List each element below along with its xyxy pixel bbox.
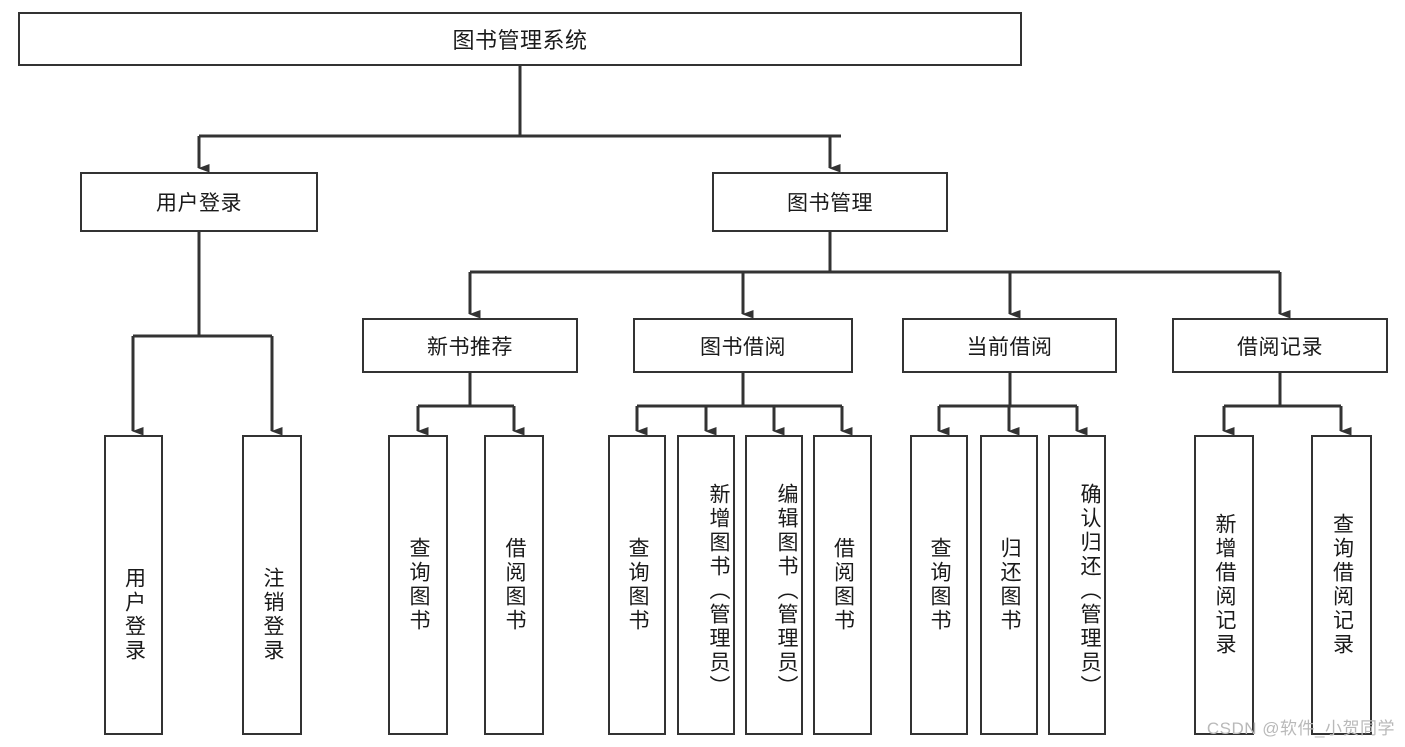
node-book-management[interactable]: 图书管理 xyxy=(712,172,948,232)
leaf-query-book-recommend[interactable]: 查询图书 xyxy=(388,435,448,735)
node-book-borrow[interactable]: 图书借阅 xyxy=(633,318,853,373)
leaf-user-login[interactable]: 用户登录 xyxy=(104,435,163,735)
leaf-add-book-admin[interactable]: 新增图书（管理员） xyxy=(677,435,735,735)
leaf-logout-login[interactable]: 注销登录 xyxy=(242,435,302,735)
leaf-add-borrow-record[interactable]: 新增借阅记录 xyxy=(1194,435,1254,735)
node-root-system[interactable]: 图书管理系统 xyxy=(18,12,1022,66)
node-borrow-record[interactable]: 借阅记录 xyxy=(1172,318,1388,373)
leaf-borrow-book-borrow[interactable]: 借阅图书 xyxy=(813,435,872,735)
leaf-return-book[interactable]: 归还图书 xyxy=(980,435,1038,735)
leaf-confirm-return-admin[interactable]: 确认归还（管理员） xyxy=(1048,435,1106,735)
node-user-login[interactable]: 用户登录 xyxy=(80,172,318,232)
node-new-book-recommend[interactable]: 新书推荐 xyxy=(362,318,578,373)
leaf-query-borrow-record[interactable]: 查询借阅记录 xyxy=(1311,435,1372,735)
node-current-borrow[interactable]: 当前借阅 xyxy=(902,318,1117,373)
leaf-edit-book-admin[interactable]: 编辑图书（管理员） xyxy=(745,435,803,735)
csdn-watermark: CSDN @软件_小贺同学 xyxy=(1206,719,1395,738)
leaf-query-book-current[interactable]: 查询图书 xyxy=(910,435,968,735)
leaf-query-book-borrow[interactable]: 查询图书 xyxy=(608,435,666,735)
leaf-borrow-book-recommend[interactable]: 借阅图书 xyxy=(484,435,544,735)
